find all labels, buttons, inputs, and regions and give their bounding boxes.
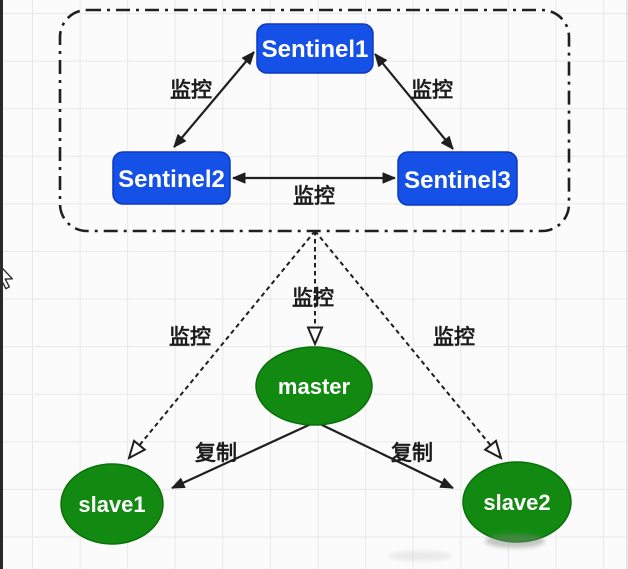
edge-sentinel1-sentinel2 <box>173 51 255 148</box>
slave2-label: slave2 <box>483 490 550 515</box>
sentinel1-box <box>256 23 374 74</box>
watermark-smudge-faint <box>388 551 452 561</box>
edge-sentinel1-sentinel3 <box>374 53 454 150</box>
edge-master-slave1 <box>171 423 312 489</box>
screenshot-right-edge <box>626 0 628 569</box>
node-master: master <box>255 346 373 426</box>
edge-sentinels-slave1 <box>129 230 316 458</box>
slave1-ellipse <box>60 463 164 545</box>
label-replicate-slave1: 复制 <box>194 441 237 465</box>
node-slave2: slave2 <box>462 461 572 543</box>
mouse-cursor <box>0 264 14 290</box>
edge-master-slave2 <box>319 423 454 489</box>
slave1-label: slave1 <box>78 492 145 517</box>
master-ellipse <box>255 346 373 426</box>
label-monitor-s1-s3: 监控 <box>411 78 453 102</box>
node-sentinel3: Sentinel3 <box>397 151 518 206</box>
label-monitor-master: 监控 <box>292 286 334 310</box>
sentinel3-label: Sentinel3 <box>404 167 511 194</box>
label-monitor-s1-s2: 监控 <box>170 78 212 102</box>
label-monitor-slave1: 监控 <box>169 325 211 349</box>
sentinel1-label: Sentinel1 <box>262 36 369 63</box>
sentinel2-box <box>112 151 231 205</box>
watermark-smudge <box>485 534 545 548</box>
node-slave1: slave1 <box>60 463 164 545</box>
edge-sentinels-slave2 <box>314 230 501 458</box>
sentinel3-box <box>397 151 518 206</box>
label-monitor-s2-s3: 监控 <box>293 184 335 208</box>
node-sentinel2: Sentinel2 <box>112 151 231 205</box>
master-label: master <box>278 374 351 399</box>
node-sentinel1: Sentinel1 <box>256 23 374 74</box>
sentinel2-label: Sentinel2 <box>118 166 225 193</box>
label-replicate-slave2: 复制 <box>390 441 433 465</box>
screenshot-left-edge <box>0 0 3 569</box>
label-monitor-slave2: 监控 <box>433 325 475 349</box>
